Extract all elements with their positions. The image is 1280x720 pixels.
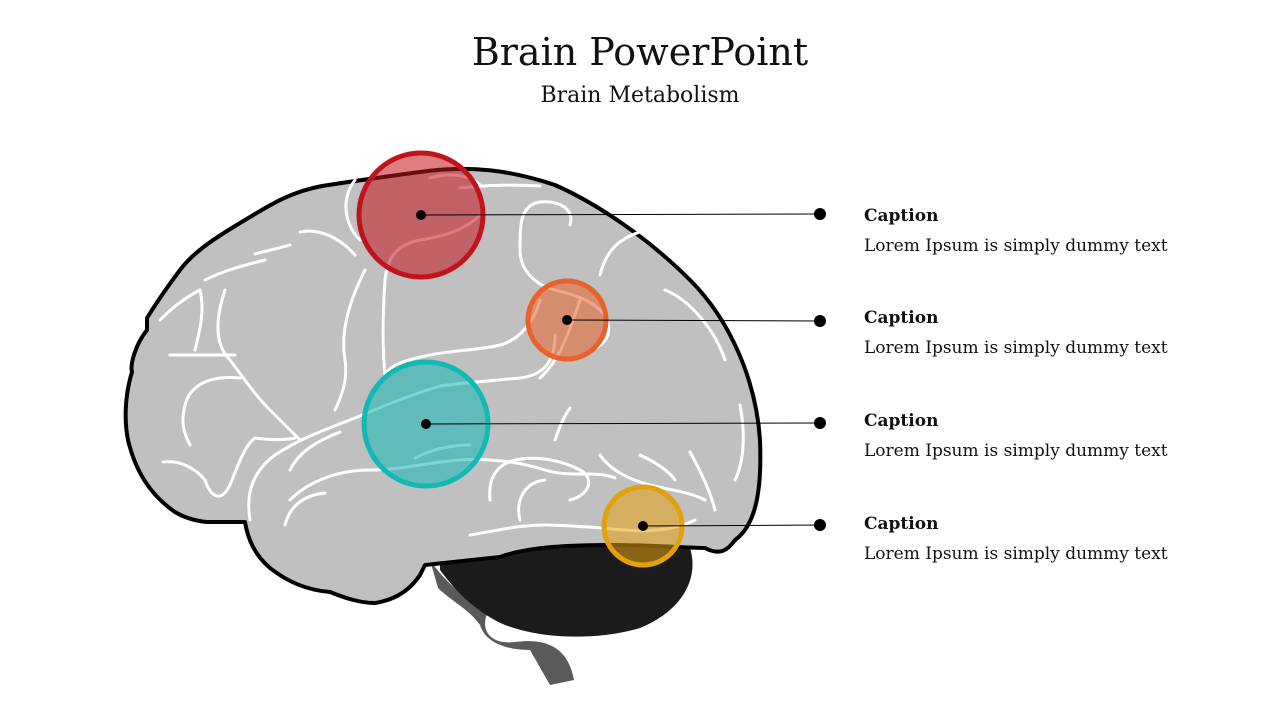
marker-orange: [525, 278, 826, 362]
marker-gold: [601, 484, 826, 568]
caption-text: Lorem Ipsum is simply dummy text: [864, 544, 1168, 564]
leader-line: [425, 422, 821, 425]
end-dot: [814, 417, 826, 429]
slide-title: Brain PowerPoint: [471, 30, 809, 74]
leader-line: [420, 213, 821, 216]
caption-title: Caption: [864, 514, 939, 534]
end-dot: [814, 208, 826, 220]
caption-title: Caption: [864, 411, 939, 431]
end-dot: [814, 519, 826, 531]
anchor-dot: [416, 210, 426, 220]
leader-line: [566, 319, 821, 322]
leader-line: [642, 524, 821, 527]
end-dot: [814, 315, 826, 327]
caption-text: Lorem Ipsum is simply dummy text: [864, 338, 1168, 358]
caption-text: Lorem Ipsum is simply dummy text: [864, 441, 1168, 461]
slide-subtitle: Brain Metabolism: [540, 83, 740, 108]
anchor-dot: [421, 419, 431, 429]
marker-teal: [361, 359, 826, 489]
marker-red: [356, 150, 826, 280]
caption-title: Caption: [864, 308, 939, 328]
caption-text: Lorem Ipsum is simply dummy text: [864, 236, 1168, 256]
anchor-dot: [638, 521, 648, 531]
anchor-dot: [562, 315, 572, 325]
caption-title: Caption: [864, 206, 939, 226]
brainstem: [430, 560, 574, 685]
